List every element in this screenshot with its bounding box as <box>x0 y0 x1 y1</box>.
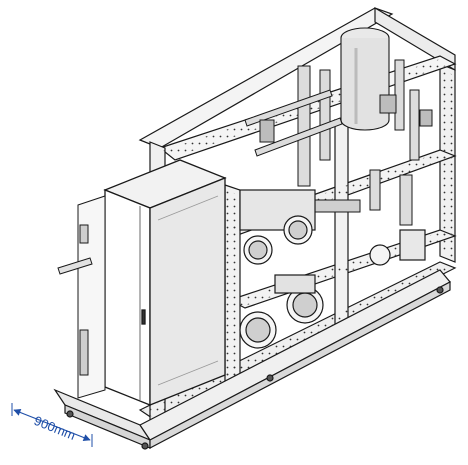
piping-upper <box>244 59 433 226</box>
base-skid <box>53 269 451 450</box>
dimension-line <box>13 409 91 441</box>
pressure-tank <box>340 27 390 131</box>
fan-units <box>239 189 426 349</box>
side-panel <box>57 195 106 399</box>
electrical-cabinet <box>103 159 227 406</box>
